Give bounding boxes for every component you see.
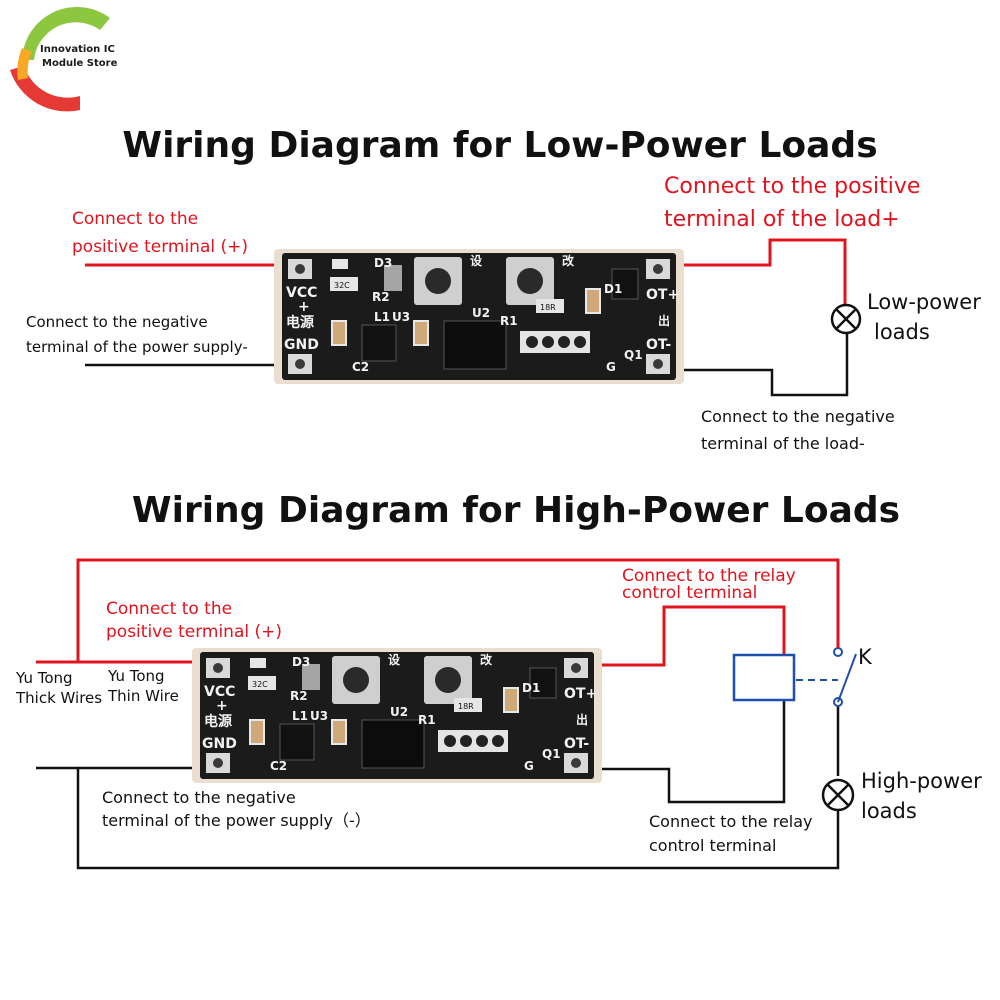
low-neg-load-label-1: Connect to the negative (701, 407, 895, 426)
pcb2-u2-label: U2 (390, 705, 408, 719)
pcb-c2-label: C2 (352, 360, 369, 374)
low-power-load-label-1: Low-power (867, 290, 981, 314)
high-power-load-lamp (821, 778, 855, 812)
pcb-g-label: G (606, 360, 616, 374)
pcb2-btn1-cn: 设 (388, 652, 401, 667)
store-logo: Innovation IC Module Store (10, 6, 118, 112)
high-pos-supply-label-2: positive terminal (+) (106, 622, 282, 642)
low-neg-load-wire (670, 333, 849, 397)
logo-line2: Module Store (42, 58, 118, 69)
relay-top-label-2: control terminal (622, 583, 757, 603)
thick-wires-label-2: Thick Wires (15, 689, 102, 707)
low-neg-supply-label-1: Connect to the negative (26, 313, 208, 331)
low-pos-load-label-2: terminal of the load+ (664, 207, 900, 232)
pcb2-u3-label: U3 (310, 709, 328, 723)
pcb-l1-label: L1 (374, 310, 390, 324)
pcb-r1-label: R1 (500, 314, 518, 328)
logo-line1: Innovation IC (40, 44, 115, 55)
thin-wire-label-2: Thin Wire (107, 687, 179, 705)
pcb-plus-label: + (298, 299, 310, 315)
low-pos-load-wire (670, 238, 847, 305)
low-power-pcb: VCC + 电源 GND D3 R2 L1 U3 C2 32C U2 R1 18… (273, 248, 685, 385)
pcb-out-cn-label: 出 (658, 313, 670, 328)
low-power-load-lamp (830, 303, 862, 335)
relay-coil (732, 653, 796, 702)
pcb2-r2-label: R2 (290, 689, 308, 703)
pcb2-out-cn-label: 出 (576, 712, 588, 727)
low-power-title: Wiring Diagram for Low-Power Loads (122, 125, 877, 166)
pcb-btn2-cn: 改 (562, 253, 575, 268)
pcb2-plus-label: + (216, 698, 228, 714)
pcb-chip1-marking: 32C (334, 281, 350, 290)
pcb-chip2-marking: 18R (540, 303, 556, 312)
high-power-load-label-1: High-power (861, 769, 982, 793)
relay-switch-k (833, 620, 857, 707)
switch-k-label: K (858, 645, 873, 669)
pcb-d3-label: D3 (374, 256, 392, 270)
pcb2-d1-label: D1 (522, 681, 540, 695)
pcb2-chip1-marking: 32C (252, 680, 268, 689)
pcb-btn1-cn: 设 (470, 253, 483, 268)
logo-arc-orange (17, 48, 32, 80)
high-power-title: Wiring Diagram for High-Power Loads (132, 490, 900, 531)
low-power-load-label-2: loads (874, 320, 930, 344)
low-pos-supply-label-2: positive terminal (+) (72, 237, 248, 257)
relay-top-label-1: Connect to the relay (622, 566, 796, 586)
thick-wires-label-1: Yu Tong (15, 669, 73, 687)
high-neg-return-wire (36, 766, 840, 870)
pcb-q1-label: Q1 (624, 348, 643, 362)
relay-bottom-label-1: Connect to the relay (649, 812, 813, 831)
pcb2-gnd-label: GND (202, 736, 237, 752)
low-pos-supply-label-1: Connect to the (72, 209, 198, 229)
low-neg-supply-label-2: terminal of the power supply- (26, 338, 248, 356)
pcb-u2-label: U2 (472, 306, 490, 320)
logo-leaf-green (22, 6, 110, 60)
pcb2-vcc-label: VCC (204, 684, 235, 700)
low-neg-load-label-2: terminal of the load- (701, 434, 865, 453)
pcb2-r1-label: R1 (418, 713, 436, 727)
pcb2-ot-plus-label: OT+ (564, 686, 597, 702)
pcb-power-cn-label: 电源 (286, 314, 314, 331)
high-thick-pos-wire (36, 558, 840, 664)
high-power-load-label-2: loads (861, 799, 917, 823)
high-power-pcb: VCC + 电源 GND D3 R2 L1 U3 C2 32C U2 R1 18… (191, 647, 603, 784)
high-relay-neg-wire (592, 700, 786, 804)
pcb2-g-label: G (524, 759, 534, 773)
high-neg-supply-label-2: terminal of the power supply（-） (102, 811, 371, 830)
pcb-ot-minus-label: OT- (646, 337, 671, 353)
pcb-r2-label: R2 (372, 290, 390, 304)
low-pos-load-label-1: Connect to the positive (664, 174, 920, 199)
high-relay-pos-wire (590, 605, 786, 667)
pcb-gnd-label: GND (284, 337, 319, 353)
pcb2-d3-label: D3 (292, 655, 310, 669)
relay-bottom-label-2: control terminal (649, 836, 776, 855)
pcb-ot-plus-label: OT+ (646, 287, 679, 303)
pcb-vcc-label: VCC (286, 285, 317, 301)
pcb-d1-label: D1 (604, 282, 622, 296)
high-neg-supply-label-1: Connect to the negative (102, 788, 296, 807)
pcb2-chip2-marking: 18R (458, 702, 474, 711)
pcb2-q1-label: Q1 (542, 747, 561, 761)
pcb2-c2-label: C2 (270, 759, 287, 773)
pcb2-l1-label: L1 (292, 709, 308, 723)
pcb2-ot-minus-label: OT- (564, 736, 589, 752)
high-pos-supply-label-1: Connect to the (106, 599, 232, 619)
thin-wire-label-1: Yu Tong (107, 667, 165, 685)
pcb2-power-cn-label: 电源 (204, 713, 232, 730)
pcb-u3-label: U3 (392, 310, 410, 324)
pcb2-btn2-cn: 改 (480, 652, 493, 667)
